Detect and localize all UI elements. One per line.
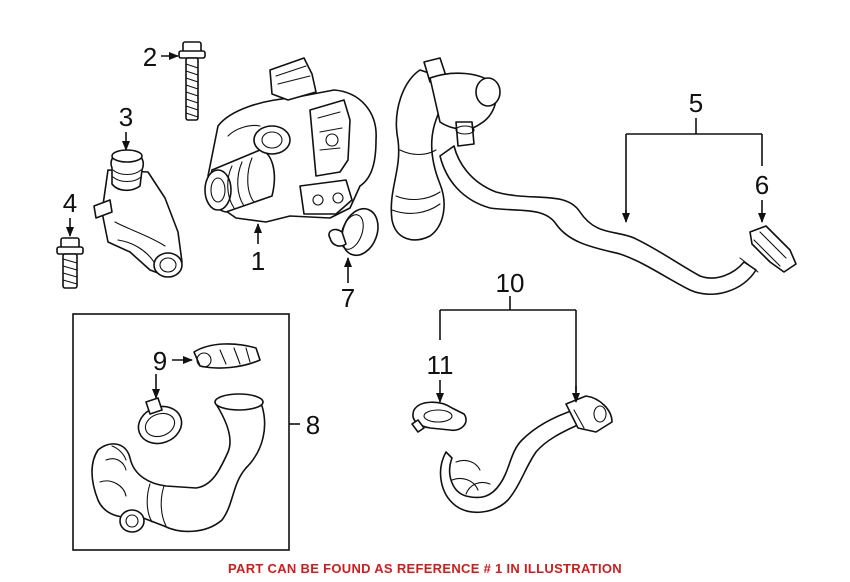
clamp-cap-part-7 bbox=[328, 207, 379, 257]
bolt-part-4 bbox=[56, 237, 84, 289]
leader-lines bbox=[66, 52, 766, 425]
label-1: 1 bbox=[251, 246, 265, 276]
label-3: 3 bbox=[119, 102, 133, 132]
label-8: 8 bbox=[306, 410, 320, 440]
bolt-part-2 bbox=[178, 41, 206, 121]
reference-note: PART CAN BE FOUND AS REFERENCE # 1 IN IL… bbox=[228, 561, 622, 576]
upper-hose bbox=[390, 57, 759, 296]
label-6: 6 bbox=[755, 170, 769, 200]
label-2: 2 bbox=[143, 42, 157, 72]
label-9: 9 bbox=[153, 346, 167, 376]
label-10: 10 bbox=[496, 268, 525, 298]
label-7: 7 bbox=[341, 283, 355, 313]
inset-box-part-8 bbox=[72, 313, 290, 551]
label-4: 4 bbox=[63, 188, 77, 218]
label-11: 11 bbox=[427, 350, 454, 380]
clamp-part-11 bbox=[411, 401, 467, 433]
thermostat-part-3 bbox=[93, 149, 183, 278]
clip-part-6 bbox=[749, 225, 797, 273]
water-pump-part-1 bbox=[204, 57, 377, 223]
label-5: 5 bbox=[689, 88, 703, 118]
hose-part-10 bbox=[439, 395, 613, 513]
